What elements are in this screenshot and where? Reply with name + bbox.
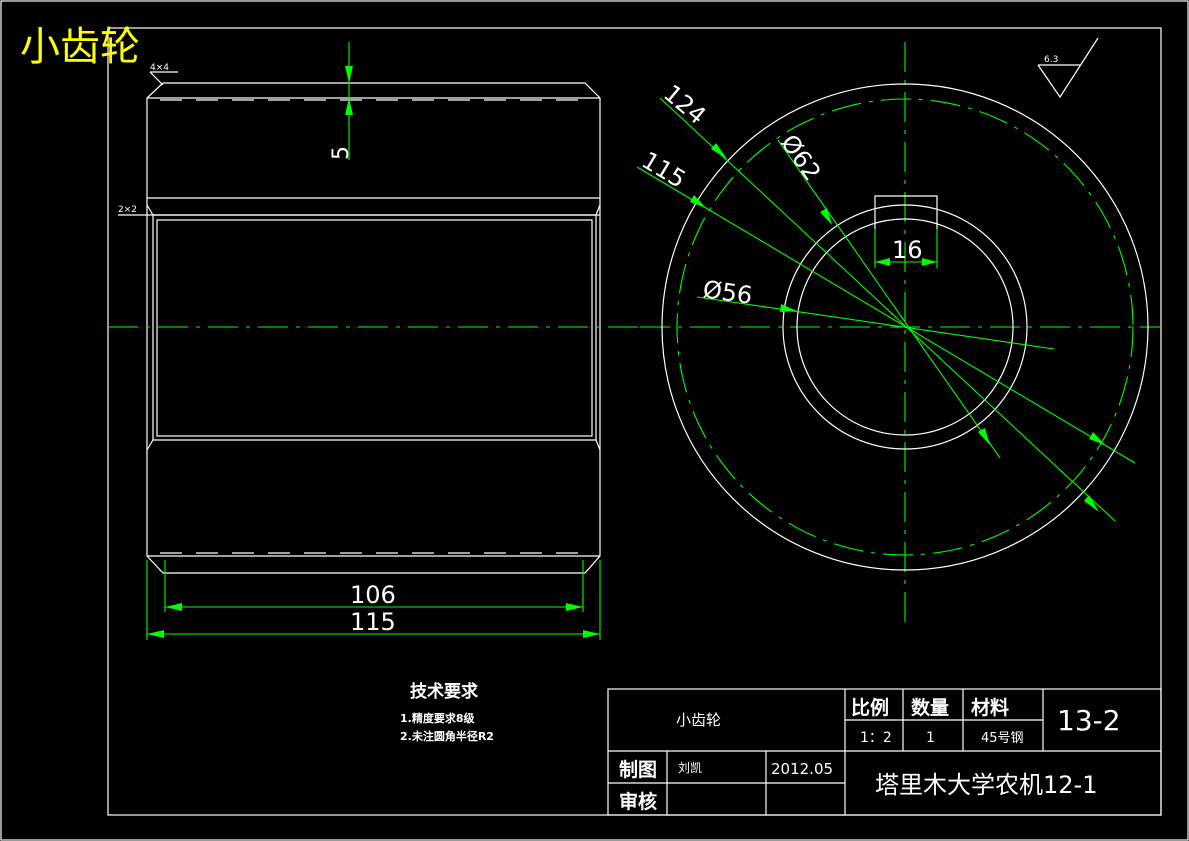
title-block: 小齿轮 比例 数量 材料 1：2 1 45号钢 13-2 制图 刘凯 2012.…	[607, 688, 1162, 816]
side-view-dimensions: 5 4×4 2×2 106 115	[118, 42, 601, 640]
front-view	[640, 42, 1160, 630]
dim-115-label: 115	[350, 608, 396, 636]
scale-value: 1：2	[860, 730, 892, 746]
chamfer-2x2-label: 2×2	[118, 205, 137, 215]
technical-requirements: 技术要求 1.精度要求8级 2.未注圆角半径R2	[400, 681, 494, 743]
dim-115-dia-label: 115	[637, 146, 691, 194]
keyway-depth-label: 5	[329, 146, 354, 160]
drawing-title: 小齿轮	[20, 24, 140, 70]
drawing-number: 13-2	[1057, 704, 1121, 737]
roughness-symbol: 6.3	[1037, 37, 1099, 99]
material-value: 45号钢	[981, 731, 1024, 746]
dim-124-label: 124	[658, 79, 711, 130]
tech-req-heading: 技术要求	[410, 681, 478, 702]
chamfer-4x4-label: 4×4	[150, 63, 169, 73]
dim-d56-label: Ø56	[701, 275, 754, 310]
qty-label: 数量	[911, 696, 949, 719]
tech-req-item-2: 2.未注圆角半径R2	[400, 729, 494, 743]
scale-label: 比例	[851, 696, 889, 719]
roughness-value: 6.3	[1044, 55, 1058, 65]
drawn-by: 刘凯	[678, 761, 702, 775]
part-name: 小齿轮	[676, 711, 721, 729]
front-view-dimensions: 124 115 Ø62 Ø56 16	[636, 79, 1136, 522]
checked-label: 审核	[619, 790, 657, 813]
material-label: 材料	[971, 696, 1009, 719]
side-view	[108, 82, 640, 574]
drawn-label: 制图	[619, 758, 657, 781]
school-class: 塔里木大学农机12-1	[875, 771, 1097, 799]
qty-value: 1	[926, 730, 935, 746]
dim-16-label: 16	[892, 236, 923, 264]
drawn-date: 2012.05	[771, 760, 833, 778]
dim-d62-label: Ø62	[775, 129, 826, 186]
tech-req-item-1: 1.精度要求8级	[400, 711, 475, 725]
dim-106-label: 106	[350, 581, 396, 609]
